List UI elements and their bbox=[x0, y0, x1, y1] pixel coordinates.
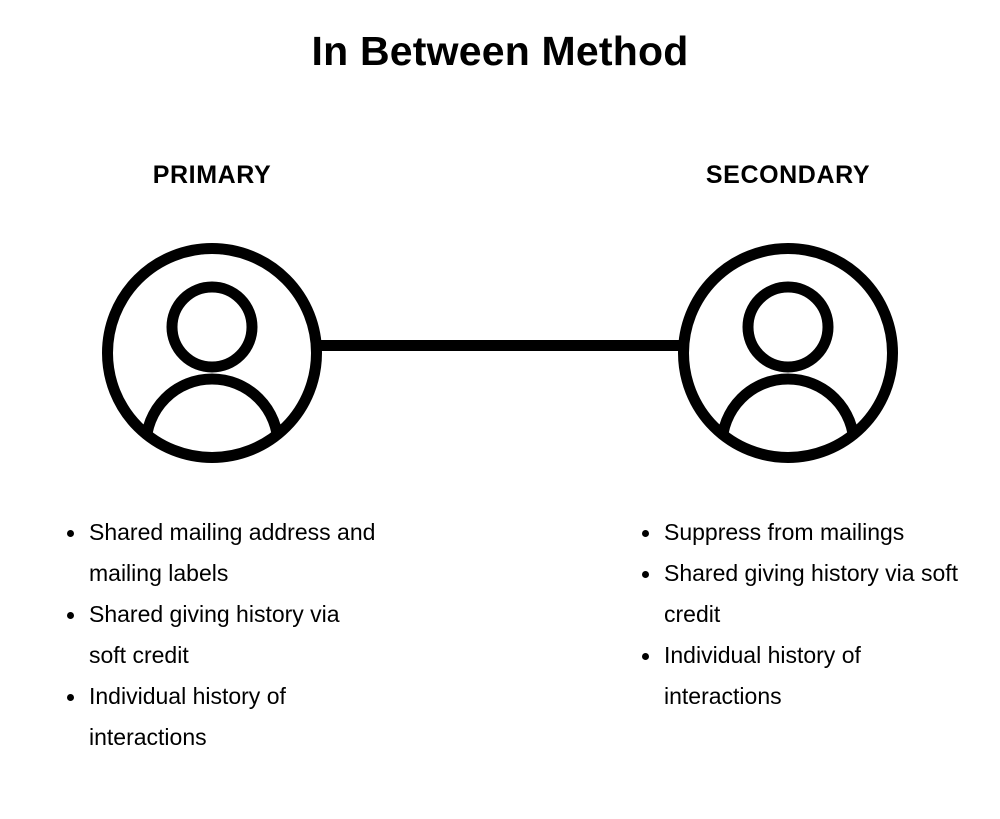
page-title: In Between Method bbox=[311, 28, 689, 74]
bullet-list-primary: Shared mailing address and mailing label… bbox=[62, 512, 382, 758]
list-item: Suppress from mailings bbox=[637, 512, 967, 553]
bullet-dot-icon bbox=[642, 653, 649, 660]
list-item-text: Suppress from mailings bbox=[664, 519, 905, 545]
person-avatar-icon bbox=[99, 240, 325, 466]
list-item-text: Shared giving history via soft credit bbox=[664, 560, 959, 627]
person-avatar-icon bbox=[675, 240, 901, 466]
bullet-dot-icon bbox=[642, 530, 649, 537]
connector-line bbox=[312, 340, 688, 351]
list-item: Individual history of interactions bbox=[62, 676, 382, 758]
bullet-dot-icon bbox=[67, 530, 74, 537]
list-item-text: Shared mailing address and mailing label… bbox=[89, 519, 376, 586]
list-item-text: Individual history of interactions bbox=[89, 683, 286, 750]
node-secondary bbox=[675, 240, 901, 466]
list-item: Shared mailing address and mailing label… bbox=[62, 512, 382, 594]
bullet-dot-icon bbox=[67, 612, 74, 619]
bullet-dot-icon bbox=[642, 571, 649, 578]
node-label-primary: PRIMARY bbox=[152, 161, 272, 189]
bullet-list-secondary: Suppress from mailings Shared giving his… bbox=[637, 512, 967, 717]
node-primary bbox=[99, 240, 325, 466]
node-label-secondary: SECONDARY bbox=[705, 161, 871, 189]
list-item: Shared giving history via soft credit bbox=[62, 594, 382, 676]
list-item-text: Shared giving history via soft credit bbox=[89, 601, 340, 668]
list-item: Individual history of interactions bbox=[637, 635, 967, 717]
list-item: Shared giving history via soft credit bbox=[637, 553, 967, 635]
bullet-dot-icon bbox=[67, 694, 74, 701]
list-item-text: Individual history of interactions bbox=[664, 642, 861, 709]
